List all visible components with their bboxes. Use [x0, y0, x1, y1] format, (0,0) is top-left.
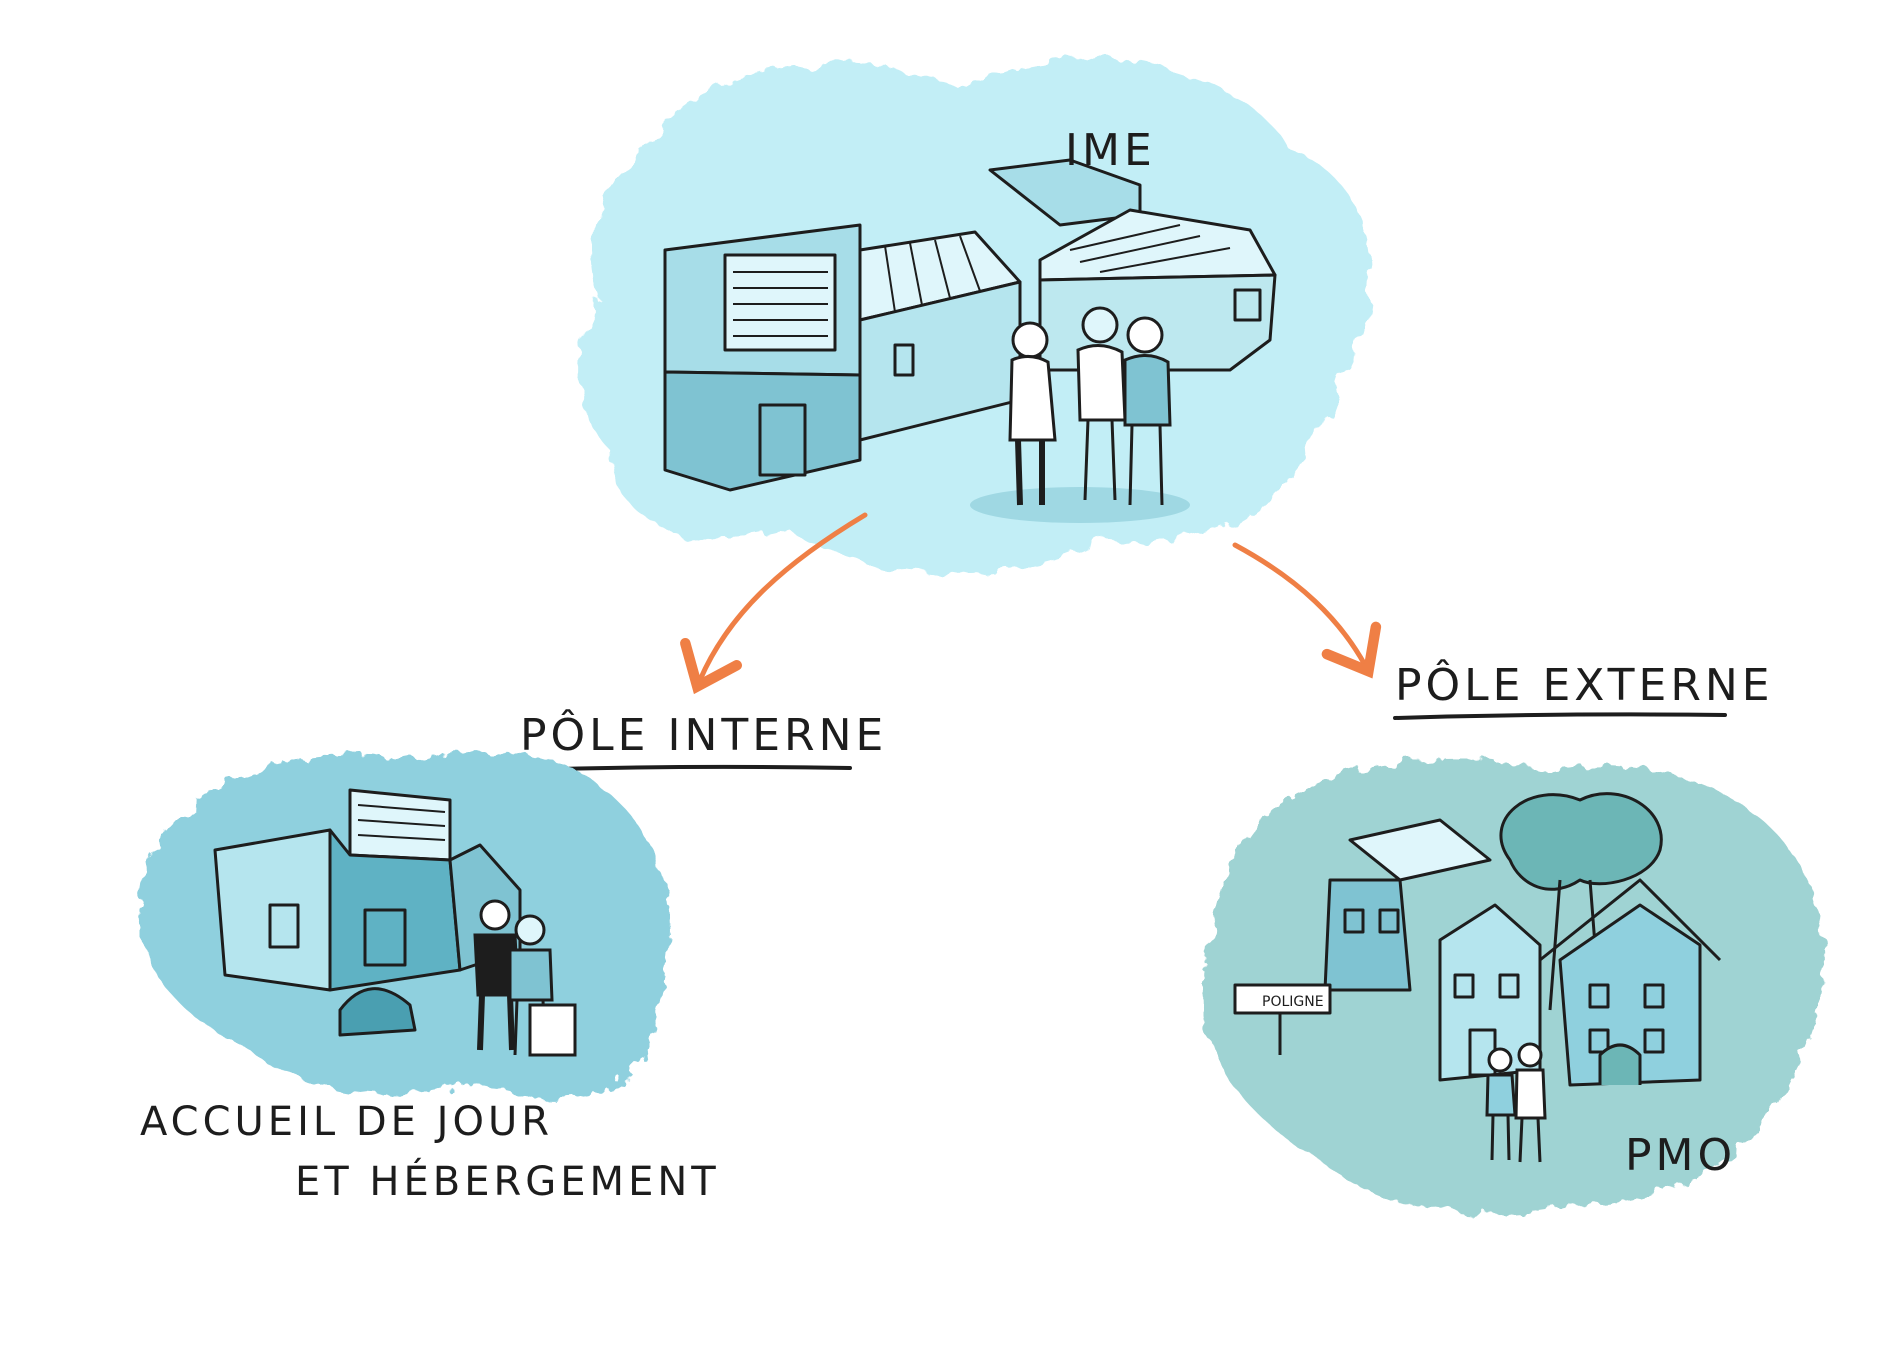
pole-interne-node: PÔLE INTERNE ACCUEIL DE JOUR ET HÉBERGEM…: [138, 708, 887, 1205]
village-sign-text: POLIGNE: [1262, 994, 1324, 1010]
pole-externe-caption: PMO: [1625, 1130, 1736, 1181]
pole-externe-underline: [1393, 712, 1727, 720]
village-sign-icon: [1233, 983, 1332, 1015]
pole-interne-title: PÔLE INTERNE: [520, 708, 887, 761]
pole-interne-caption-line2: ET HÉBERGEMENT: [295, 1157, 720, 1205]
pole-interne-building-icon: [213, 788, 522, 1037]
ime-label: IME: [1065, 125, 1156, 176]
pole-externe-village-icon: [1233, 792, 1722, 1087]
pole-externe-node: PÔLE EXTERNE POLIGNE: [1204, 658, 1824, 1214]
pole-interne-people-icon: [473, 899, 577, 1057]
arrow-to-pole-interne: [680, 512, 868, 695]
ime-people-icon: [970, 306, 1190, 523]
ime-node: IME: [578, 58, 1370, 573]
arrow-to-pole-externe: [1232, 542, 1382, 679]
suitcase-icon: [528, 1003, 577, 1057]
pole-interne-caption-line1: ACCUEIL DE JOUR: [140, 1099, 553, 1145]
ime-building-icon: [663, 158, 1277, 492]
pole-externe-people-icon: [1485, 1042, 1547, 1163]
pole-externe-title: PÔLE EXTERNE: [1395, 658, 1774, 711]
